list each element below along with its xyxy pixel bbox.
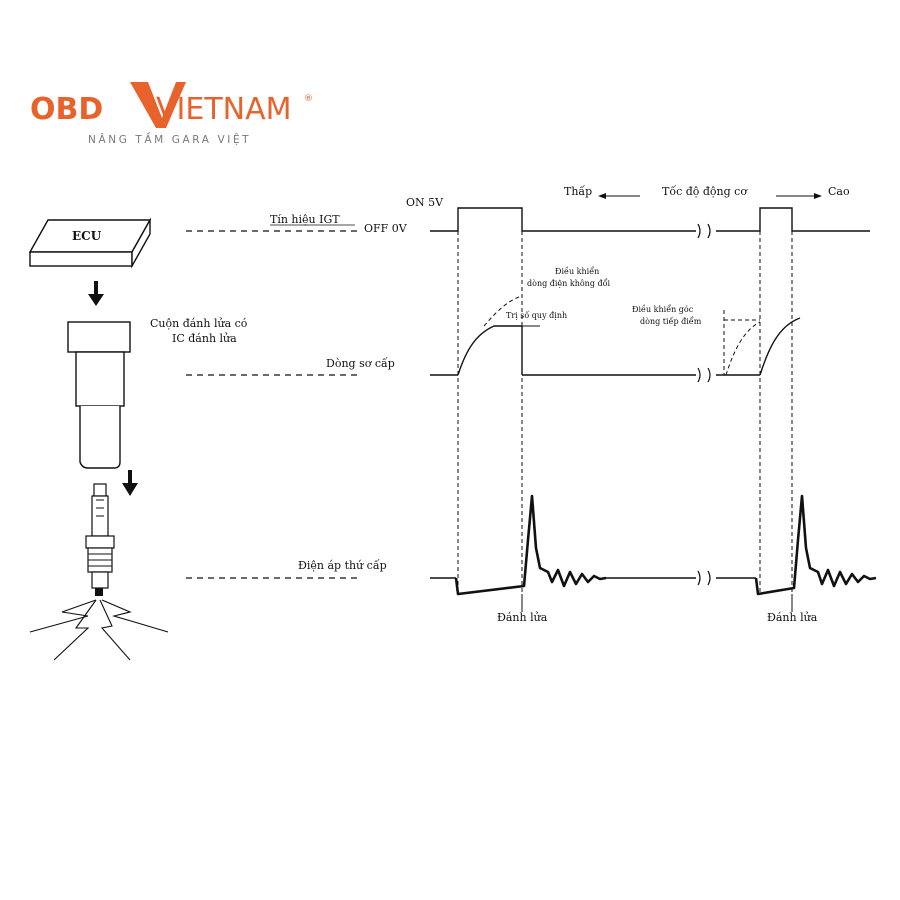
primary-current-label: Dòng sơ cấp: [326, 357, 395, 370]
arrow-left-icon: [598, 193, 640, 199]
rated-value-note: Trị số quy định: [506, 311, 567, 320]
coil-label-line2: IC đánh lửa: [172, 332, 237, 345]
arrow-right-icon: [776, 193, 822, 199]
secondary-voltage-trace: [430, 494, 877, 596]
secondary-voltage-label: Điện áp thứ cấp: [298, 559, 387, 572]
igt-signal-label: Tín hiệu IGT: [270, 213, 340, 226]
arrow-down-icon: [122, 470, 138, 496]
ignition-label-2: Đánh lửa: [767, 611, 818, 624]
engine-speed-label: Tốc độ động cơ: [662, 185, 748, 198]
connector-lines: [186, 230, 360, 579]
break-mark-icon: [697, 223, 711, 586]
timing-guides: [457, 210, 793, 594]
ignition-coil-icon: [67, 321, 131, 469]
arrow-down-icon: [88, 281, 104, 306]
constant-current-note-line2: dòng điện không đổi: [527, 279, 611, 288]
off-0v-label: OFF 0V: [364, 222, 408, 235]
on-5v-label: ON 5V: [406, 196, 444, 209]
speed-high-label: Cao: [828, 185, 850, 198]
spark-icon: [29, 599, 169, 661]
primary-current-dashed: [483, 295, 761, 376]
registered-mark: ®: [304, 94, 313, 104]
logo-v-mark: [130, 82, 186, 128]
brand-name-obd: OBD: [30, 92, 104, 127]
constant-current-note-line1: Điều khiển: [555, 267, 599, 276]
ecu-label: ECU: [72, 229, 102, 243]
ignition-marker: [521, 594, 793, 612]
dwell-control-note-line1: Điều khiển góc: [632, 305, 694, 314]
primary-current-trace: [430, 317, 801, 376]
spark-plug-icon: [85, 483, 115, 596]
coil-label-line1: Cuộn đánh lửa có: [150, 317, 248, 330]
ecu-box: [28, 217, 152, 269]
igt-signal-trace: [430, 207, 870, 232]
speed-low-label: Thấp: [564, 185, 592, 198]
ignition-label-1: Đánh lửa: [497, 611, 548, 624]
dwell-control-note-line2: dòng tiếp điểm: [640, 317, 702, 326]
brand-tagline: NÂNG TẦM GARA VIỆT: [88, 134, 252, 146]
